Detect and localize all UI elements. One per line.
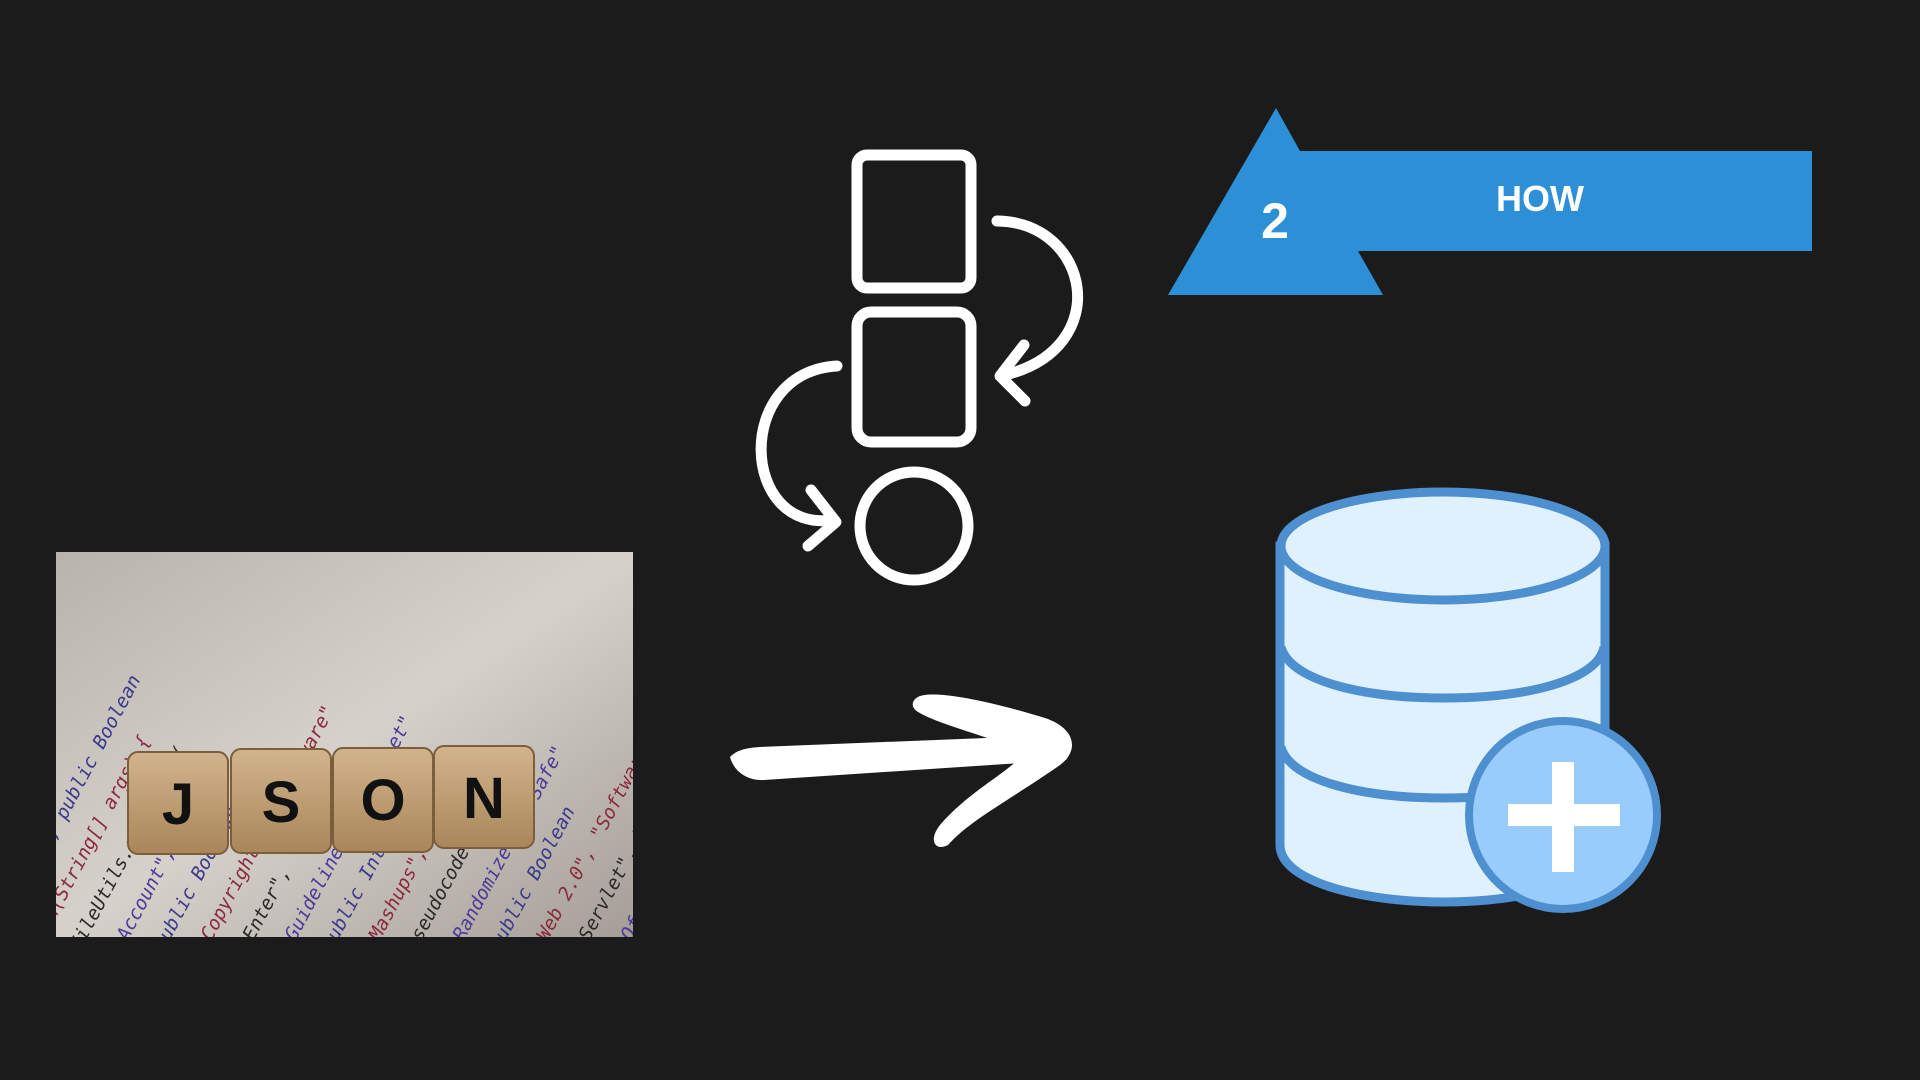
json-photo-art: html = true; public Booleanmain(String[]… — [56, 552, 633, 937]
arrow-head — [912, 694, 1072, 848]
workflow-square-middle — [851, 306, 977, 448]
database-top — [1276, 487, 1610, 605]
cube-4 — [433, 745, 535, 849]
cube-letter-2: S — [262, 770, 301, 835]
photo-paper-background — [56, 552, 633, 937]
workflow-circle — [854, 466, 974, 586]
workflow-arrowhead-left — [802, 484, 842, 552]
cube-letter-1: J — [162, 772, 194, 837]
workflow-curve-left — [755, 360, 843, 527]
banner-number: 2 — [1261, 193, 1289, 249]
workflow-curve-right — [991, 215, 1084, 381]
photo-cubes: J S O N — [127, 745, 535, 855]
arrow-shaft — [730, 735, 1071, 781]
cube-letter-4: N — [463, 766, 505, 831]
cube-1 — [127, 751, 229, 855]
workflow-arrowhead-right — [994, 339, 1031, 407]
plus-horizontal — [1508, 804, 1620, 826]
cube-2 — [230, 748, 332, 854]
banner-label: HOW — [1496, 178, 1584, 219]
banner-shape — [1168, 108, 1812, 295]
cube-letter-3: O — [360, 768, 405, 833]
database-band-1 — [1276, 645, 1609, 703]
json-photo: html = true; public Booleanmain(String[]… — [56, 552, 633, 937]
workflow-square-top — [851, 149, 977, 294]
